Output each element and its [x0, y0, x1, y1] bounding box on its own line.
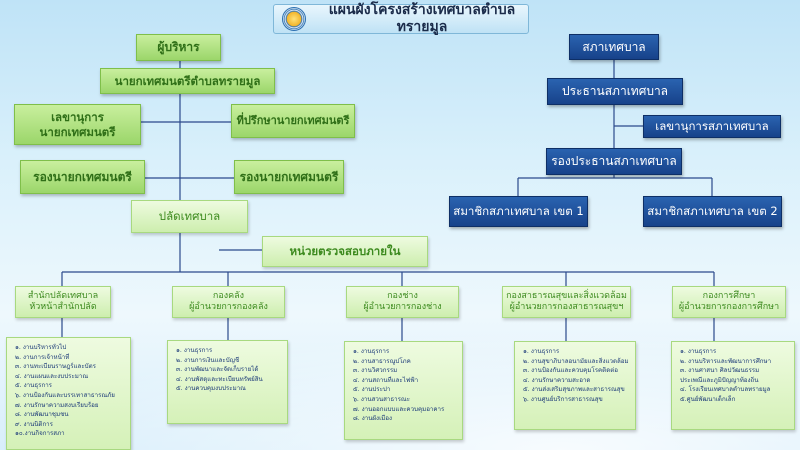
- task-item: ๒. งานสาธารณูปโภค: [353, 357, 411, 365]
- municipality-seal-icon: [282, 7, 306, 31]
- deputy-mayor-2-label: รองนายกเทศมนตรี: [239, 169, 339, 184]
- deputy-mayor-2-box: รองนายกเทศมนตรี: [234, 160, 344, 194]
- task-item: ๕. งานธุรการ: [15, 382, 52, 390]
- mayor-advisor-box: ที่ปรึกษานายกเทศมนตรี: [231, 104, 355, 138]
- division-public-health-title: กองสาธารณสุขและสิ่งแวดล้อม ผู้อำนวยการกอ…: [506, 290, 627, 312]
- council-vice-president-label: รองประธานสภาเทศบาล: [551, 154, 677, 168]
- division-public-health-box: กองสาธารณสุขและสิ่งแวดล้อม ผู้อำนวยการกอ…: [502, 286, 631, 318]
- internal-audit-label: หน่วยตรวจสอบภายใน: [289, 244, 401, 259]
- task-item: ๒. งานการเงินและบัญชี: [176, 356, 240, 364]
- task-item: ๕. งานส่งเสริมสุขภาพและสาธารณสุข: [523, 386, 625, 394]
- mayor-secretary-box: เลขานุการ นายกเทศมนตรี: [14, 104, 141, 145]
- task-item: ๘. งานผังเมือง: [353, 415, 393, 423]
- mayor-box: นายกเทศมนตรีตำบลทรายมูล: [100, 68, 275, 94]
- task-item: ๑. งานธุรการ: [680, 348, 717, 355]
- executive-head-box: ผู้บริหาร: [136, 34, 221, 61]
- task-item: ๑๐.งานกิจการสภา: [15, 430, 65, 438]
- division-engineering-title: กองช่าง ผู้อำนวยการกองช่าง: [363, 290, 442, 312]
- task-item: ๓. งานศาสนา ศิลปวัฒนธรรม: [680, 367, 760, 375]
- connector-list-drops: [61, 318, 715, 341]
- task-item: ๓. งานทะเบียนราษฎร์และบัตร: [15, 363, 96, 371]
- task-item: ๖. งานสวนสาธารณะ: [353, 395, 410, 403]
- task-item: ๑. งานบริหารทั่วไป: [15, 344, 67, 351]
- task-item: ๒. งานการเจ้าหน้าที่: [15, 353, 70, 361]
- council-member-1-label: สมาชิกสภาเทศบาล เขต 1: [453, 204, 584, 219]
- municipal-clerk-box: ปลัดเทศบาล: [131, 200, 248, 233]
- task-item: ๗. งานรักษาความสงบเรียบร้อย: [15, 401, 99, 409]
- division-engineering-tasks: ๑. งานธุรการ๒. งานสาธารณูปโภค๓. งานวิศวก…: [344, 341, 463, 440]
- task-item: ๒. งานสุขาภิบาลอนามัยและสิ่งแวดล้อม: [523, 357, 629, 365]
- division-clerk-office-box: สำนักปลัดเทศบาล หัวหน้าสำนักปลัด: [15, 286, 111, 318]
- task-item: ๔. งานพัสดุและทะเบียนทรัพย์สิน: [176, 375, 263, 383]
- council-president-label: ประธานสภาเทศบาล: [561, 84, 669, 98]
- task-item: ๑. งานธุรการ: [176, 347, 213, 354]
- task-item: ๖. งานศูนย์บริการสาธารณสุข: [523, 395, 603, 403]
- division-education-box: กองการศึกษา ผู้อำนวยการกองการศึกษา: [672, 286, 786, 318]
- deputy-mayor-1-box: รองนายกเทศมนตรี: [20, 160, 145, 194]
- council-member-2-label: สมาชิกสภาเทศบาล เขต 2: [647, 204, 778, 219]
- task-item: ๖. งานป้องกันและบรรเทาสาธารณภัย: [15, 391, 115, 399]
- council-vice-president-box: รองประธานสภาเทศบาล: [546, 148, 682, 175]
- division-finance-tasks: ๑. งานธุรการ๒. งานการเงินและบัญชี๓. งานพ…: [167, 340, 288, 424]
- council-head-box: สภาเทศบาล: [569, 34, 659, 60]
- task-item: ๑. งานธุรการ: [353, 348, 390, 355]
- connector-division-drops: [61, 272, 715, 286]
- task-item: ๓. งานวิศวกรรม: [353, 367, 398, 375]
- task-item: ๔. โรงเรียนเทศบาลตำบลทรายมูล: [680, 386, 771, 394]
- division-engineering-box: กองช่าง ผู้อำนวยการกองช่าง: [346, 286, 459, 318]
- task-item: ๗. งานออกแบบและควบคุมอาคาร: [353, 405, 445, 413]
- division-clerk-office-title: สำนักปลัดเทศบาล หัวหน้าสำนักปลัด: [27, 290, 99, 312]
- task-item: ประเพณีและภูมิปัญญาท้องถิ่น: [680, 376, 759, 384]
- task-item: ๔. งานสถานที่และไฟฟ้า: [353, 376, 419, 384]
- page-title: แผนผังโครงสร้างเทศบาลตำบลทรายมูล: [273, 1, 529, 36]
- task-item: ๔. งานรักษาความสะอาด: [523, 376, 591, 384]
- task-item: ๓. งานพัฒนาและจัดเก็บรายได้: [176, 366, 259, 374]
- council-member-1-box: สมาชิกสภาเทศบาล เขต 1: [449, 196, 588, 227]
- council-member-2-box: สมาชิกสภาเทศบาล เขต 2: [643, 196, 782, 227]
- division-education-title: กองการศึกษา ผู้อำนวยการกองการศึกษา: [678, 290, 780, 312]
- task-item: ๕. งานประปา: [353, 386, 391, 394]
- council-head-label: สภาเทศบาล: [582, 39, 646, 54]
- division-education-tasks: ๑. งานธุรการ๒. งานบริหารและพัฒนาการศึกษา…: [671, 341, 795, 430]
- council-secretary-box: เลขานุการสภาเทศบาล: [643, 115, 781, 138]
- division-finance-title: กองคลัง ผู้อำนวยการกองคลัง: [189, 290, 268, 312]
- task-item: ๘. งานพัฒนาชุมชน: [15, 411, 69, 419]
- mayor-advisor-label: ที่ปรึกษานายกเทศมนตรี: [236, 114, 350, 128]
- division-clerk-office-tasks: ๑. งานบริหารทั่วไป๒. งานการเจ้าหน้าที่๓.…: [6, 337, 131, 450]
- deputy-mayor-1-label: รองนายกเทศมนตรี: [33, 169, 132, 184]
- division-public-health-tasks: ๑. งานธุรการ๒. งานสุขาภิบาลอนามัยและสิ่ง…: [514, 341, 636, 430]
- page-title-text: แผนผังโครงสร้างเทศบาลตำบลทรายมูล: [328, 1, 516, 36]
- executive-head-label: ผู้บริหาร: [157, 40, 200, 54]
- task-item: ๔. งานแผนและงบประมาณ: [15, 372, 89, 380]
- task-item: ๒. งานบริหารและพัฒนาการศึกษา: [680, 357, 772, 365]
- task-item: ๑. งานธุรการ: [523, 348, 560, 355]
- council-secretary-label: เลขานุการสภาเทศบาล: [655, 119, 769, 134]
- task-item: ๕.ศูนย์พัฒนาเด็กเล็ก: [680, 395, 736, 403]
- connector-council-members: [517, 177, 713, 196]
- division-finance-box: กองคลัง ผู้อำนวยการกองคลัง: [172, 286, 285, 318]
- internal-audit-box: หน่วยตรวจสอบภายใน: [262, 236, 428, 267]
- task-item: ๙. งานนิติการ: [15, 420, 53, 428]
- council-president-box: ประธานสภาเทศบาล: [547, 78, 683, 105]
- task-item: ๕. งานควบคุมงบประมาณ: [176, 385, 246, 393]
- mayor-secretary-label: เลขานุการ นายกเทศมนตรี: [39, 110, 116, 139]
- task-item: ๓. งานป้องกันและควบคุมโรคติดต่อ: [523, 367, 618, 375]
- mayor-label: นายกเทศมนตรีตำบลทรายมูล: [114, 73, 261, 88]
- municipal-clerk-label: ปลัดเทศบาล: [158, 209, 221, 224]
